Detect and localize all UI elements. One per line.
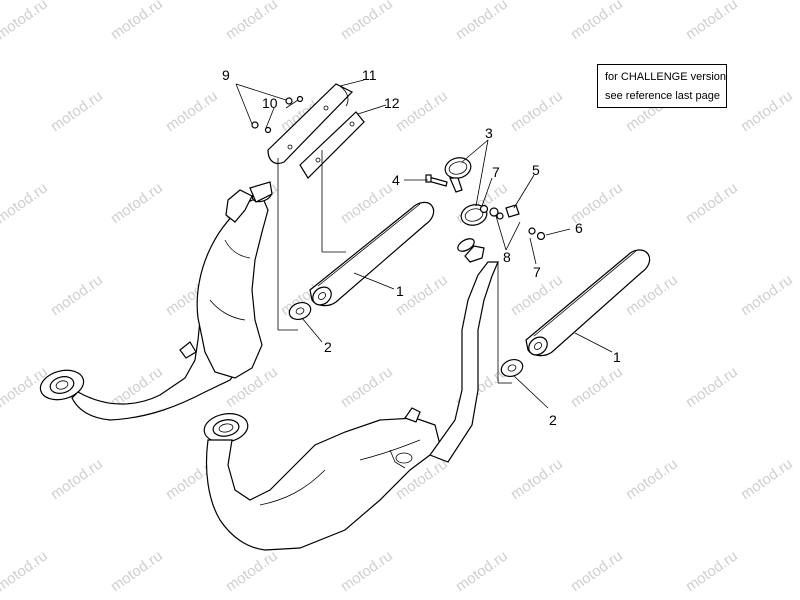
- watermark-text: motod.ru: [738, 455, 796, 503]
- watermark-text: motod.ru: [623, 455, 681, 503]
- callout-2-left: 2: [324, 339, 332, 355]
- watermark-text: motod.ru: [508, 455, 566, 503]
- watermark-text: motod.ru: [683, 547, 741, 595]
- callout-1-right: 1: [613, 349, 621, 365]
- watermark-text: motod.ru: [0, 547, 51, 595]
- callout-2-right: 2: [549, 412, 557, 428]
- screw-9-10: [251, 95, 304, 134]
- watermark-text: motod.ru: [683, 179, 741, 227]
- note-line-2: see reference last page: [605, 90, 720, 102]
- watermark-text: motod.ru: [108, 0, 166, 43]
- watermark-text: motod.ru: [568, 363, 626, 411]
- callout-7-upper: 7: [492, 164, 500, 180]
- watermark-text: motod.ru: [453, 547, 511, 595]
- callouts: 1 1 2 2 3 4 5 6 7 7 8 9 10 11 12: [222, 67, 621, 428]
- callout-11: 11: [362, 67, 377, 83]
- watermark-text: motod.ru: [48, 271, 106, 319]
- leader-lines: [235, 79, 613, 409]
- callout-1-left: 1: [396, 283, 404, 299]
- callout-9: 9: [222, 67, 230, 83]
- hardware-5-6-7-8: [479, 204, 546, 241]
- watermark-text: motod.ru: [453, 0, 511, 43]
- watermark-text: motod.ru: [568, 547, 626, 595]
- bolt-4: [425, 174, 448, 187]
- callout-5: 5: [532, 162, 540, 178]
- callout-3: 3: [485, 125, 493, 141]
- heat-shield-11: [267, 83, 354, 165]
- callout-10: 10: [262, 95, 278, 111]
- right-silencer: [525, 249, 651, 357]
- watermark-text: motod.ru: [108, 179, 166, 227]
- callout-6: 6: [575, 220, 583, 236]
- watermark-text: motod.ru: [0, 0, 51, 43]
- watermark-text: motod.ru: [393, 87, 451, 135]
- watermark-text: motod.ru: [223, 0, 281, 43]
- clamp-upper: [444, 157, 472, 193]
- watermark-text: motod.ru: [738, 87, 796, 135]
- watermark-text: motod.ru: [48, 455, 106, 503]
- callout-12: 12: [384, 95, 400, 111]
- watermark-text: motod.ru: [163, 87, 221, 135]
- challenge-note: for CHALLENGE version see reference last…: [597, 64, 727, 108]
- watermark-text: motod.ru: [338, 363, 396, 411]
- left-silencer: [309, 201, 435, 307]
- watermark-text: motod.ru: [48, 87, 106, 135]
- watermark-text: motod.ru: [683, 363, 741, 411]
- watermark-text: motod.ru: [568, 0, 626, 43]
- callout-4: 4: [392, 172, 400, 188]
- watermark-text: motod.ru: [223, 547, 281, 595]
- watermark-text: motod.ru: [683, 0, 741, 43]
- watermark-text: motod.ru: [108, 547, 166, 595]
- watermark-text: motod.ru: [338, 0, 396, 43]
- note-line-1: for CHALLENGE version: [605, 71, 727, 83]
- rear-exhaust-pipe: [39, 181, 273, 421]
- heat-shield-12: [299, 111, 365, 179]
- callout-8: 8: [503, 249, 511, 265]
- watermark-text: motod.ru: [338, 179, 396, 227]
- watermark-text: motod.ru: [338, 547, 396, 595]
- front-exhaust-pipe: [203, 238, 499, 551]
- watermark-text: motod.ru: [0, 179, 51, 227]
- watermark-text: motod.ru: [508, 87, 566, 135]
- watermark-text: motod.ru: [738, 271, 796, 319]
- callout-7-lower: 7: [533, 264, 541, 280]
- gasket-right: [500, 358, 524, 378]
